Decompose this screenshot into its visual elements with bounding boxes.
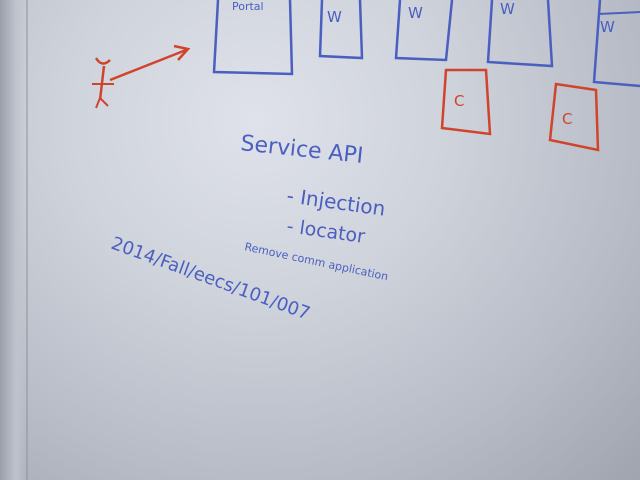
notes-item-locator: - locator: [285, 215, 366, 248]
w-box-2: W: [394, 0, 454, 62]
w-box-3: W: [486, 0, 554, 68]
notes-item-application: Remove comm application: [243, 240, 389, 283]
w-label-3: W: [500, 0, 515, 18]
c-box-1: C: [440, 68, 492, 136]
board-frame-edge: [0, 0, 26, 480]
notes-item-injection: - Injection: [285, 183, 387, 221]
w-box-1: W: [318, 0, 364, 60]
board-frame-line: [26, 0, 28, 480]
portal-label: Portal: [232, 0, 264, 13]
w-box-4: W: [592, 0, 640, 88]
w-label-4: W: [600, 18, 615, 36]
notes-title: Service API: [239, 131, 364, 169]
c-label-1: C: [454, 92, 464, 110]
course-code: 2014/Fall/eecs/101/007: [108, 233, 312, 325]
user-stick-figure: [92, 57, 114, 109]
arrow-to-portal: [109, 44, 191, 82]
portal-box: Portal: [212, 0, 294, 76]
c-box-2: C: [548, 82, 600, 152]
c-label-2: C: [562, 110, 572, 128]
w-label-2: W: [408, 4, 423, 22]
w-label-1: W: [327, 8, 342, 26]
